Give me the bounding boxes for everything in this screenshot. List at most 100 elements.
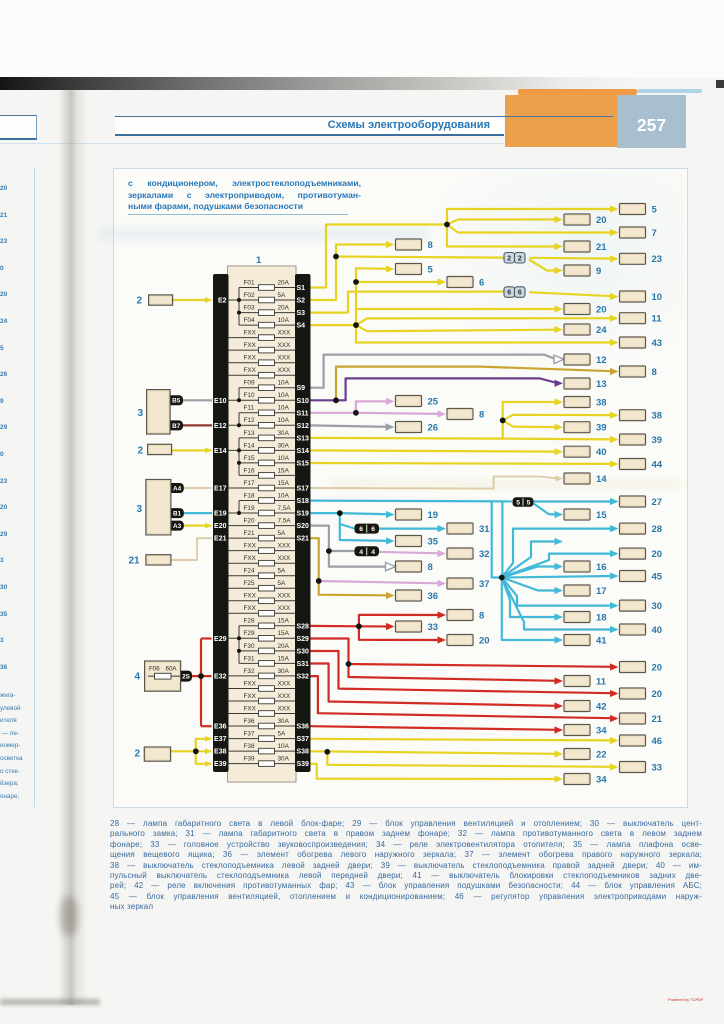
svg-text:S37: S37 xyxy=(297,736,310,743)
svg-text:2S: 2S xyxy=(182,674,191,681)
svg-text:33: 33 xyxy=(652,762,663,773)
svg-text:S9: S9 xyxy=(297,385,306,392)
svg-text:8: 8 xyxy=(479,610,484,621)
svg-text:8: 8 xyxy=(428,562,433,573)
svg-text:F18: F18 xyxy=(244,492,255,499)
svg-text:5: 5 xyxy=(516,499,520,506)
svg-text:S39: S39 xyxy=(297,761,310,768)
svg-text:10A: 10A xyxy=(278,492,290,499)
svg-text:21: 21 xyxy=(652,714,663,725)
svg-text:S11: S11 xyxy=(297,410,309,417)
svg-text:A3: A3 xyxy=(173,523,182,530)
svg-text:20: 20 xyxy=(652,662,663,673)
svg-text:21: 21 xyxy=(129,556,141,567)
svg-text:5: 5 xyxy=(527,499,531,506)
svg-text:E39: E39 xyxy=(214,761,227,768)
svg-text:S10: S10 xyxy=(297,398,310,405)
svg-text:5A: 5A xyxy=(278,292,287,299)
svg-text:2: 2 xyxy=(518,255,522,262)
svg-text:15A: 15A xyxy=(278,630,290,637)
svg-text:XXX: XXX xyxy=(278,605,292,612)
svg-text:18: 18 xyxy=(596,612,607,623)
svg-text:F11: F11 xyxy=(244,405,255,412)
svg-text:10A: 10A xyxy=(278,455,290,462)
svg-text:30A: 30A xyxy=(278,756,290,763)
svg-text:FXX: FXX xyxy=(244,355,257,362)
svg-text:F20: F20 xyxy=(244,518,255,525)
svg-text:5A: 5A xyxy=(278,530,287,537)
svg-text:30A: 30A xyxy=(278,668,290,675)
svg-text:6: 6 xyxy=(371,526,375,533)
svg-text:7,5A: 7,5A xyxy=(278,505,292,512)
svg-text:44: 44 xyxy=(652,459,663,470)
svg-text:F37: F37 xyxy=(244,731,255,738)
svg-text:39: 39 xyxy=(652,435,663,446)
svg-text:XXX: XXX xyxy=(278,367,292,374)
svg-text:F36: F36 xyxy=(244,718,255,725)
svg-text:F13: F13 xyxy=(244,430,255,437)
svg-text:25: 25 xyxy=(428,396,439,407)
svg-text:B7: B7 xyxy=(172,423,181,430)
svg-text:S1: S1 xyxy=(297,285,306,292)
svg-text:FXX: FXX xyxy=(244,705,257,712)
svg-text:FXX: FXX xyxy=(244,693,257,700)
svg-text:41: 41 xyxy=(596,635,607,646)
svg-text:S30: S30 xyxy=(297,648,310,655)
svg-text:S4: S4 xyxy=(297,323,306,330)
svg-text:FXX: FXX xyxy=(244,680,257,687)
svg-text:3: 3 xyxy=(137,504,143,515)
svg-text:46: 46 xyxy=(652,736,663,747)
svg-text:S3: S3 xyxy=(297,310,306,317)
svg-text:7,5A: 7,5A xyxy=(278,518,292,525)
svg-text:E20: E20 xyxy=(214,523,227,530)
svg-text:40: 40 xyxy=(596,447,607,458)
svg-text:XXX: XXX xyxy=(278,342,292,349)
svg-text:6: 6 xyxy=(507,290,511,297)
svg-text:F19: F19 xyxy=(244,505,255,512)
svg-text:5: 5 xyxy=(652,204,658,215)
svg-text:S36: S36 xyxy=(297,724,310,731)
svg-text:9: 9 xyxy=(596,266,601,277)
svg-text:33: 33 xyxy=(428,622,439,633)
svg-text:A4: A4 xyxy=(173,485,182,492)
svg-text:2: 2 xyxy=(137,296,143,307)
svg-text:S32: S32 xyxy=(297,673,310,680)
svg-text:19: 19 xyxy=(428,510,439,521)
svg-text:8: 8 xyxy=(479,409,484,420)
svg-text:S13: S13 xyxy=(297,435,310,442)
svg-text:10A: 10A xyxy=(278,392,290,399)
svg-text:40: 40 xyxy=(652,625,663,636)
svg-text:E21: E21 xyxy=(214,536,227,543)
svg-text:FXX: FXX xyxy=(244,367,257,374)
svg-text:10A: 10A xyxy=(278,317,290,324)
svg-text:S29: S29 xyxy=(297,636,310,643)
svg-text:38: 38 xyxy=(652,411,663,422)
svg-text:15A: 15A xyxy=(278,467,290,474)
svg-text:FXX: FXX xyxy=(244,543,257,550)
svg-text:6: 6 xyxy=(359,526,363,533)
svg-text:FXX: FXX xyxy=(244,555,257,562)
svg-text:11: 11 xyxy=(652,314,663,325)
svg-text:S20: S20 xyxy=(297,523,310,530)
svg-text:6: 6 xyxy=(518,290,522,297)
svg-text:F39: F39 xyxy=(244,756,255,763)
svg-text:30: 30 xyxy=(652,601,663,612)
svg-text:XXX: XXX xyxy=(278,693,292,700)
svg-text:2: 2 xyxy=(135,749,141,760)
svg-text:42: 42 xyxy=(596,701,607,712)
svg-text:F14: F14 xyxy=(244,442,255,449)
svg-text:XXX: XXX xyxy=(278,680,292,687)
svg-text:S18: S18 xyxy=(297,498,310,505)
svg-text:F32: F32 xyxy=(244,668,255,675)
svg-text:E36: E36 xyxy=(214,724,227,731)
svg-text:43: 43 xyxy=(652,338,663,349)
svg-text:F31: F31 xyxy=(244,655,255,662)
svg-text:4: 4 xyxy=(135,672,141,683)
svg-text:30A: 30A xyxy=(278,430,290,437)
svg-text:23: 23 xyxy=(652,254,663,265)
svg-text:8: 8 xyxy=(652,367,657,378)
svg-text:FXX: FXX xyxy=(244,342,257,349)
svg-text:30A: 30A xyxy=(278,442,290,449)
svg-text:35: 35 xyxy=(428,536,439,547)
svg-text:14: 14 xyxy=(596,474,607,485)
